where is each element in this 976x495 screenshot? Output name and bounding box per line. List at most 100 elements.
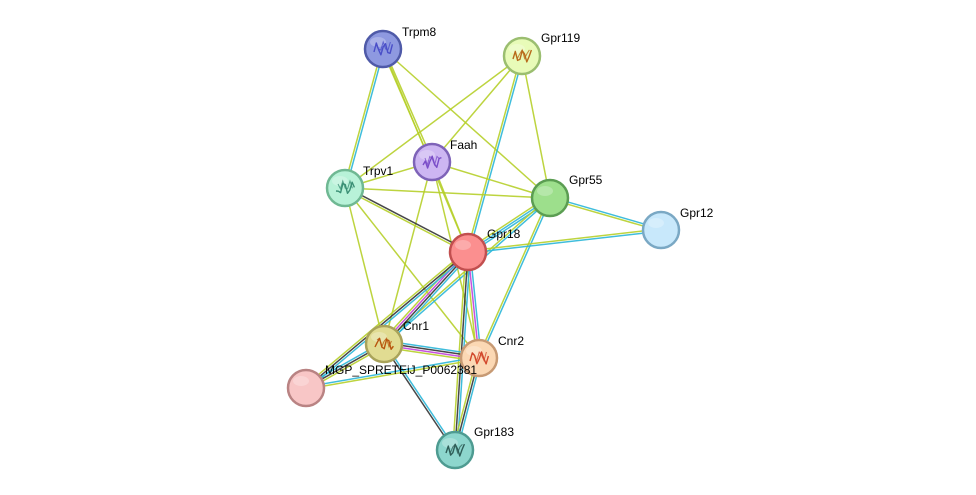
node-gpr183[interactable]: [435, 430, 475, 470]
edge-line-tm: [466, 55, 522, 252]
edge-gpr55-cnr2: [477, 197, 552, 359]
edge-line-tm: [344, 187, 385, 345]
edge-gpr55-gpr12: [549, 196, 662, 232]
edge-line-db: [306, 253, 470, 391]
protein-structure-icon: [447, 443, 463, 455]
edge-line-db: [384, 342, 457, 450]
node-label-gpr183: Gpr183: [474, 425, 514, 439]
node-gpr12[interactable]: [641, 210, 681, 250]
node-cnr2[interactable]: [459, 338, 499, 378]
edge-line-tm: [306, 358, 480, 390]
node-label-gpr12: Gpr12: [680, 206, 714, 220]
protein-structure-icon: [375, 40, 391, 51]
edge-gpr18-cnr1: [381, 249, 471, 347]
edge-line-tm: [344, 187, 480, 359]
edge-line-db: [468, 56, 524, 253]
edge-line-db: [468, 230, 662, 254]
edge-line-db: [385, 253, 471, 347]
protein-structure-icon: [471, 350, 487, 363]
edge-trpm8-gpr55: [382, 48, 551, 199]
node-label-mgp: MGP_SPRETEiJ_P0062381: [325, 363, 477, 377]
nodes-layer: [286, 29, 681, 470]
edge-line-tm: [431, 161, 551, 199]
edge-line-tm: [549, 198, 661, 232]
edge-line-tm: [304, 249, 468, 387]
protein-structure-icon: [424, 155, 440, 167]
node-circle[interactable]: [641, 210, 681, 250]
edge-trpm8-trpv1: [343, 48, 385, 189]
node-highlight: [648, 218, 664, 228]
node-circle[interactable]: [502, 36, 542, 76]
edge-line-db: [479, 198, 552, 359]
node-label-gpr119: Gpr119: [541, 31, 580, 45]
node-label-cnr2: Cnr2: [498, 334, 524, 348]
edge-line-tm: [344, 55, 523, 189]
edge-line-co: [345, 186, 469, 252]
node-gpr55[interactable]: [530, 178, 570, 218]
edge-line-tm: [477, 197, 550, 358]
edge-gpr12-gpr18: [467, 228, 662, 254]
node-cnr1[interactable]: [364, 324, 404, 364]
edge-line-db: [550, 196, 662, 230]
node-label-faah: Faah: [450, 138, 477, 152]
node-gpr18[interactable]: [448, 232, 488, 272]
protein-structure-icon: [376, 337, 392, 349]
node-circle[interactable]: [286, 368, 326, 408]
node-mgp[interactable]: [286, 368, 326, 408]
node-circle[interactable]: [530, 178, 570, 218]
labels-layer: Trpm8 Gpr119FaahTrpv1Gpr55Gpr12Gpr18Cnr1C…: [325, 25, 714, 439]
node-trpm8[interactable]: [363, 29, 403, 69]
edge-mgp-cnr2: [305, 356, 480, 390]
edge-gpr119-gpr55: [521, 55, 551, 199]
protein-structure-icon: [373, 42, 394, 56]
node-circle[interactable]: [448, 232, 488, 272]
node-trpv1[interactable]: [325, 168, 365, 208]
edge-line-tm: [521, 55, 551, 199]
edge-line-db: [345, 49, 385, 189]
edge-line-tm: [343, 48, 383, 188]
protein-structure-icon: [374, 337, 394, 350]
edge-trpv1-gpr55: [344, 187, 551, 199]
edge-line-tm: [383, 48, 434, 162]
edge-gpr18-mgp: [304, 249, 470, 391]
edge-trpv1-cnr2: [344, 187, 480, 359]
node-faah[interactable]: [412, 142, 452, 182]
edge-trpv1-gpr18: [344, 186, 469, 254]
edge-faah-gpr55: [431, 161, 551, 199]
node-label-trpm8: Trpm8: [402, 25, 437, 39]
node-circle[interactable]: [364, 324, 404, 364]
protein-structure-icon: [422, 155, 442, 169]
protein-structure-icon: [514, 48, 530, 60]
node-highlight: [537, 186, 553, 196]
edge-gpr119-gpr18: [466, 55, 524, 253]
node-highlight: [371, 332, 387, 342]
node-circle[interactable]: [412, 142, 452, 182]
edge-line-tm: [382, 48, 551, 199]
edge-line-tm: [344, 187, 551, 199]
node-label-gpr55: Gpr55: [569, 173, 603, 187]
edge-gpr119-faah: [431, 55, 523, 163]
node-highlight: [455, 240, 471, 250]
edge-line-co: [384, 252, 470, 346]
edge-line-co: [382, 344, 455, 452]
edge-line-co: [305, 251, 469, 389]
edge-line-tm: [467, 228, 661, 252]
node-label-gpr18: Gpr18: [487, 227, 521, 241]
protein-structure-icon: [337, 179, 353, 191]
edge-gpr119-trpv1: [344, 55, 523, 189]
node-highlight: [466, 346, 482, 356]
edge-line-tm: [431, 55, 523, 163]
node-label-cnr1: Cnr1: [403, 319, 429, 333]
node-label-trpv1: Trpv1: [363, 164, 394, 178]
edge-line-tm: [452, 251, 467, 450]
edge-line-tm: [344, 188, 468, 254]
node-highlight: [293, 376, 309, 386]
edge-cnr1-gpr183: [382, 342, 457, 452]
node-gpr119[interactable]: [502, 36, 542, 76]
node-circle[interactable]: [435, 430, 475, 470]
protein-structure-icon: [469, 351, 490, 365]
edge-line-db: [305, 356, 479, 388]
edge-trpv1-cnr1: [344, 187, 385, 345]
